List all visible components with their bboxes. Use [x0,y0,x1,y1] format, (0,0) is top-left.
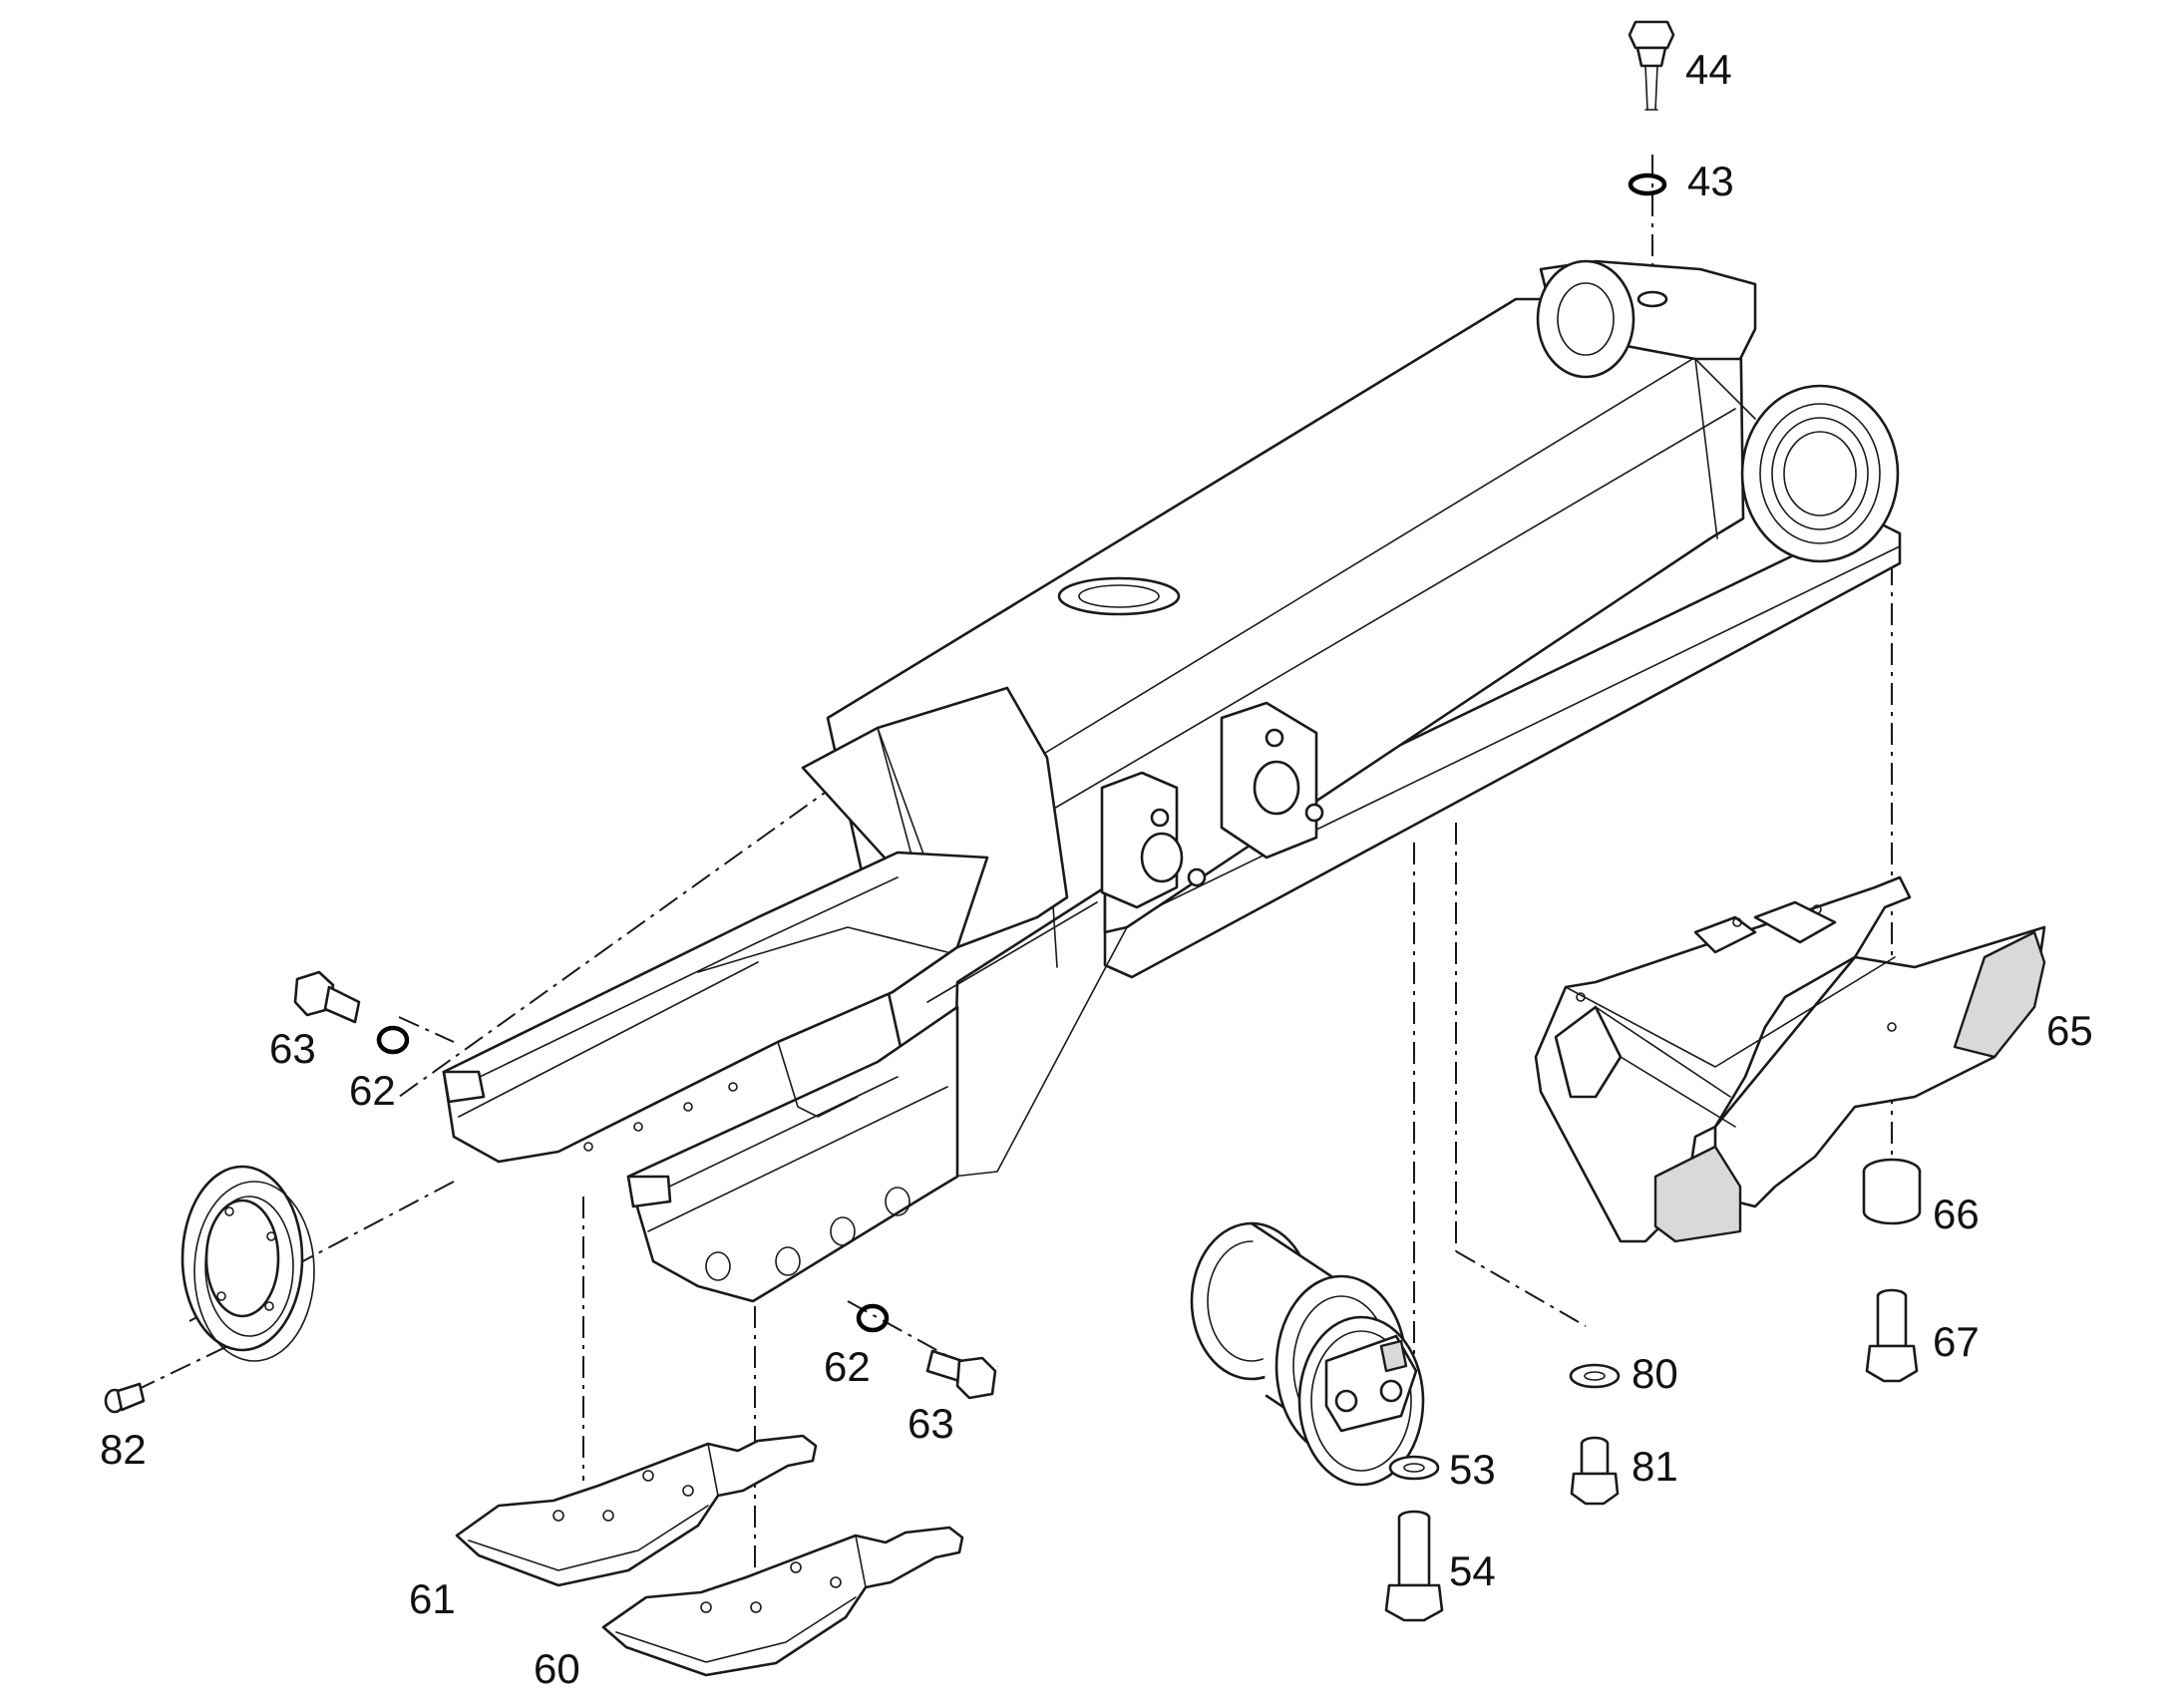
idler-cover [181,1165,315,1362]
callout-81: 81 [1632,1443,1678,1490]
bolt-67 [1865,1288,1919,1383]
washer-62-left [376,1025,410,1055]
bushing-66 [1862,1158,1922,1225]
breather-plug-44 [1628,20,1675,111]
callout-80: 80 [1632,1350,1678,1397]
callout-44: 44 [1685,46,1732,93]
callout-61: 61 [409,1575,456,1622]
bolt-63-right [925,1349,997,1400]
slide-plate-60 [601,1526,964,1677]
washer-53 [1388,1455,1440,1481]
plug-81 [1570,1436,1620,1506]
callout-60: 60 [534,1645,580,1692]
screw-82 [104,1382,146,1414]
seal-ring-43 [1628,172,1667,196]
washer-80 [1569,1363,1621,1389]
callout-43: 43 [1687,158,1734,204]
callout-63-left: 63 [269,1025,316,1072]
callout-labels: 44 43 65 66 67 80 81 53 54 63 62 62 63 8… [100,46,2093,1692]
callout-66: 66 [1933,1191,1980,1237]
callout-62-left: 62 [349,1067,396,1114]
callout-54: 54 [1449,1547,1496,1594]
bolt-54 [1384,1510,1444,1622]
callout-67: 67 [1933,1318,1980,1365]
callout-82: 82 [100,1426,147,1473]
callout-65: 65 [2046,1007,2093,1054]
track-roller [1190,1221,1425,1487]
callout-62-right: 62 [824,1343,871,1390]
bolt-63-left [293,970,361,1024]
front-fork [442,851,989,1303]
track-frame [801,259,1902,1194]
slide-plate-61 [455,1434,818,1587]
callout-53: 53 [1449,1446,1496,1493]
roller-guard-65 [1534,875,2046,1243]
callout-63-right: 63 [908,1400,954,1447]
washer-62-right [856,1303,890,1333]
